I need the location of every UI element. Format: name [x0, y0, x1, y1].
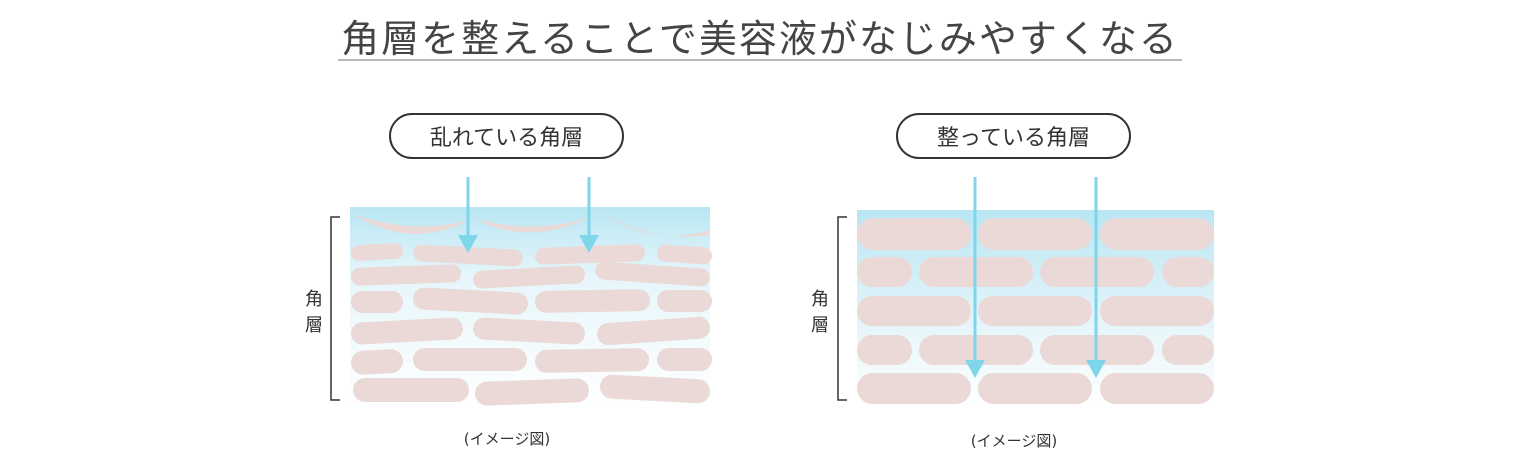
cell — [857, 257, 912, 287]
cell — [1162, 335, 1214, 365]
cell — [857, 335, 912, 365]
cell — [857, 296, 971, 326]
cell — [1100, 218, 1214, 250]
disordered-layer-diagram — [325, 175, 715, 410]
cell — [351, 264, 462, 286]
cell — [1100, 296, 1214, 326]
ordered-cells — [857, 218, 1214, 404]
cell — [857, 373, 971, 404]
label-pill-disordered: 乱れている角層 — [389, 113, 624, 159]
cell — [350, 349, 403, 376]
cell — [1162, 257, 1214, 287]
side-label-text-left: 角層 — [302, 287, 326, 339]
cell — [1100, 373, 1214, 404]
side-label-text-right: 角層 — [808, 287, 832, 339]
page-title: 角層を整えることで美容液がなじみやすくなる — [340, 8, 1180, 63]
cell — [978, 296, 1092, 326]
caption-right: (イメージ図) — [934, 430, 1094, 451]
layer-background-left — [350, 207, 710, 407]
side-label-stratum-corneum-right: 角層 — [808, 287, 832, 339]
cell — [978, 218, 1092, 250]
side-label-stratum-corneum-left: 角層 — [302, 287, 326, 339]
bracket-left — [331, 217, 340, 400]
cell — [351, 243, 404, 262]
cell — [978, 373, 1092, 404]
caption-left: (イメージ図) — [427, 428, 587, 449]
title-underline — [338, 59, 1182, 61]
bracket-right — [838, 217, 847, 400]
label-pill-ordered: 整っている角層 — [896, 113, 1131, 159]
cell — [475, 378, 590, 406]
cell — [857, 218, 971, 250]
cell — [657, 290, 712, 312]
cell — [535, 348, 649, 373]
cell — [535, 289, 650, 313]
cell — [353, 378, 469, 402]
cell — [351, 291, 403, 313]
cell — [657, 348, 712, 371]
cell — [413, 348, 527, 371]
ordered-layer-diagram — [832, 175, 1222, 410]
